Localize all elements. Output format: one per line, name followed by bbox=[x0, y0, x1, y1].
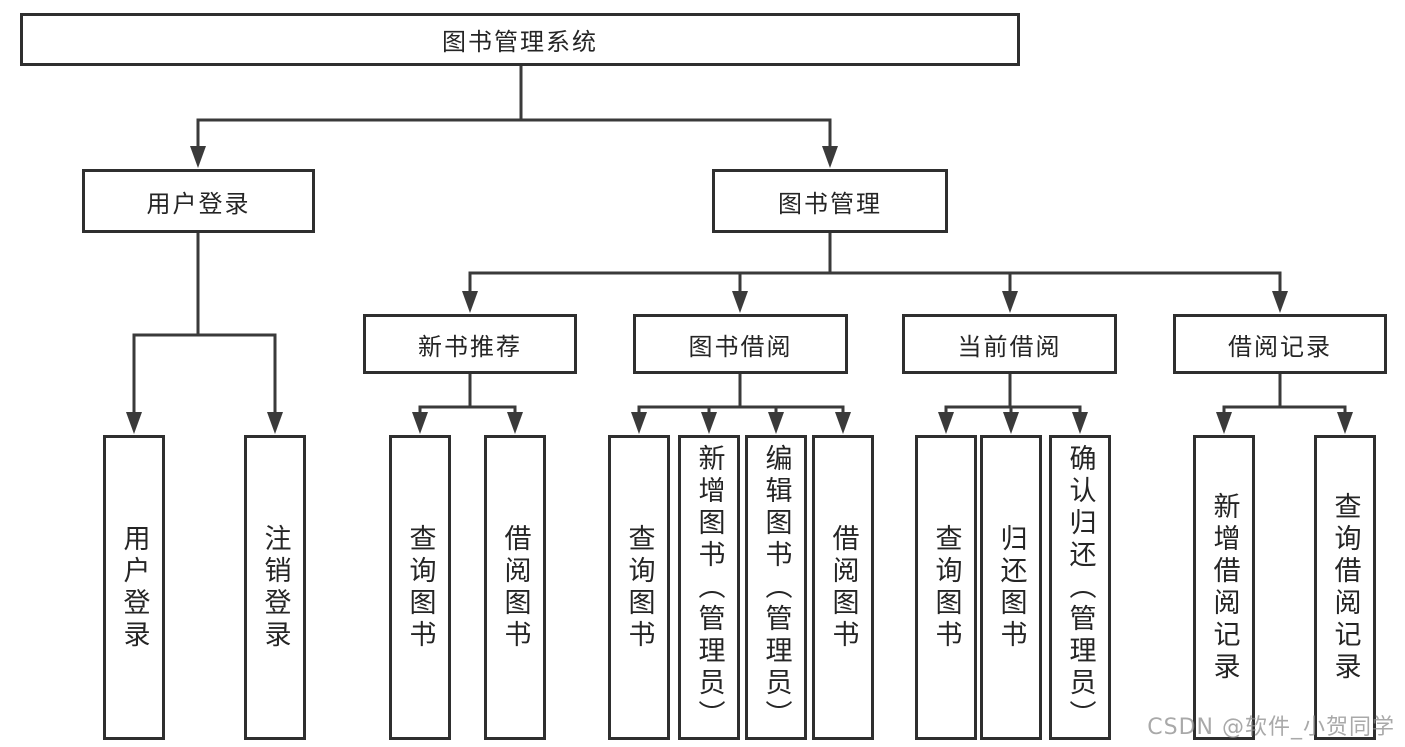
node-current-borrow-label: 当前借阅 bbox=[957, 332, 1062, 361]
leaf-query-books-borrow-label: 查询图书 bbox=[623, 523, 655, 652]
arrowheads bbox=[126, 146, 1353, 434]
leaf-borrow-books-label: 借阅图书 bbox=[827, 523, 859, 652]
node-current-borrow: 当前借阅 bbox=[902, 314, 1117, 374]
leaf-add-borrow-record-label: 新增借阅记录 bbox=[1208, 491, 1240, 684]
node-book-borrow: 图书借阅 bbox=[633, 314, 848, 374]
leaf-query-books-borrow: 查询图书 bbox=[608, 435, 670, 740]
node-user-login: 用户登录 bbox=[82, 169, 315, 233]
leaf-query-borrow-record-label: 查询借阅记录 bbox=[1329, 491, 1361, 684]
leaf-confirm-return-admin: 确认归还（管理员） bbox=[1049, 435, 1111, 740]
leaf-borrow-books-recommend-label: 借阅图书 bbox=[499, 523, 531, 652]
leaf-user-login-label: 用户登录 bbox=[118, 523, 150, 652]
leaf-confirm-return-admin-label: 确认归还（管理员） bbox=[1064, 443, 1096, 732]
node-root: 图书管理系统 bbox=[20, 13, 1020, 66]
leaf-add-book-admin: 新增图书（管理员） bbox=[678, 435, 740, 740]
leaf-query-books-current: 查询图书 bbox=[915, 435, 977, 740]
node-book-management: 图书管理 bbox=[712, 169, 948, 233]
node-new-book-recommend-label: 新书推荐 bbox=[418, 332, 522, 361]
leaf-query-borrow-record: 查询借阅记录 bbox=[1314, 435, 1376, 740]
leaf-query-books-recommend-label: 查询图书 bbox=[404, 523, 436, 652]
node-book-management-label: 图书管理 bbox=[778, 189, 882, 218]
node-book-borrow-label: 图书借阅 bbox=[688, 332, 793, 361]
leaf-logout: 注销登录 bbox=[244, 435, 306, 740]
csdn-watermark: CSDN @软件_小贺同学 bbox=[1147, 715, 1395, 740]
node-root-label: 图书管理系统 bbox=[442, 28, 598, 56]
node-user-login-label: 用户登录 bbox=[146, 189, 251, 218]
leaf-logout-label: 注销登录 bbox=[259, 523, 291, 652]
node-borrow-records: 借阅记录 bbox=[1173, 314, 1387, 374]
leaf-return-books-label: 归还图书 bbox=[995, 523, 1027, 652]
node-borrow-records-label: 借阅记录 bbox=[1228, 332, 1332, 361]
node-new-book-recommend: 新书推荐 bbox=[363, 314, 577, 374]
leaf-user-login: 用户登录 bbox=[103, 435, 165, 740]
leaf-edit-book-admin: 编辑图书（管理员） bbox=[745, 435, 807, 740]
leaf-query-books-current-label: 查询图书 bbox=[930, 523, 962, 652]
leaf-query-books-recommend: 查询图书 bbox=[389, 435, 451, 740]
leaf-add-borrow-record: 新增借阅记录 bbox=[1193, 435, 1255, 740]
leaf-borrow-books: 借阅图书 bbox=[812, 435, 874, 740]
leaf-borrow-books-recommend: 借阅图书 bbox=[484, 435, 546, 740]
leaf-add-book-admin-label: 新增图书（管理员） bbox=[693, 443, 725, 732]
leaf-return-books: 归还图书 bbox=[980, 435, 1042, 740]
leaf-edit-book-admin-label: 编辑图书（管理员） bbox=[760, 443, 792, 732]
